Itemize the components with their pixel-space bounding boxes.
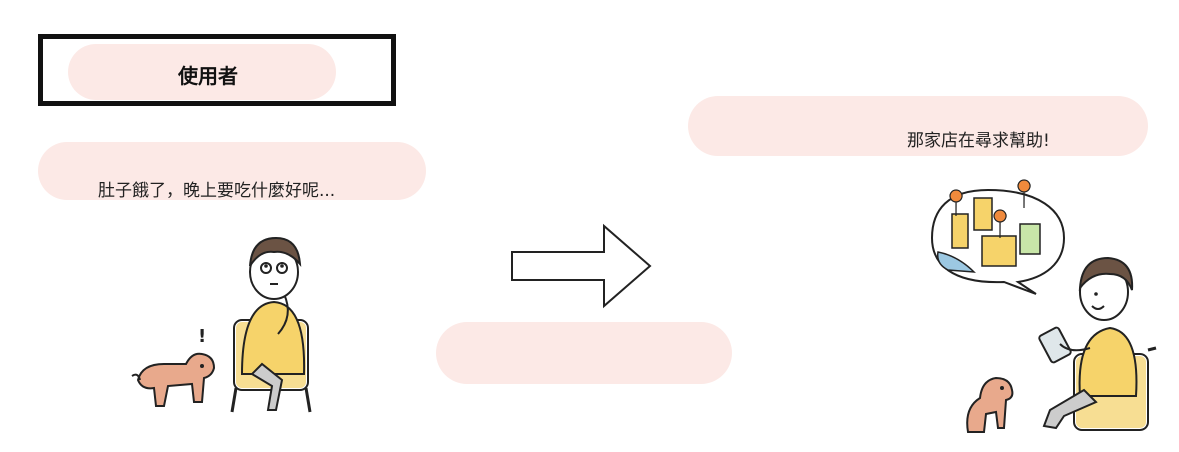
thought-text: 肚子餓了，晚上要吃什麼好呢... — [98, 181, 336, 201]
thought-highlight — [38, 142, 426, 200]
thinking-person-illustration — [230, 236, 312, 413]
dog-left-illustration: ! — [131, 326, 216, 407]
right-arrow-icon — [511, 223, 652, 309]
caption-highlight — [688, 96, 1148, 156]
user-box — [38, 34, 396, 106]
person-with-phone-illustration — [1038, 256, 1157, 431]
user-label-highlight — [68, 44, 336, 100]
caption-text: 那家店在尋求幫助! — [907, 131, 1050, 151]
svg-text:!: ! — [198, 326, 206, 347]
map-bubble-illustration — [930, 179, 1066, 295]
user-label: 使用者 — [178, 64, 238, 88]
arrow-highlight — [436, 322, 732, 384]
dog-right-illustration — [966, 376, 1014, 433]
